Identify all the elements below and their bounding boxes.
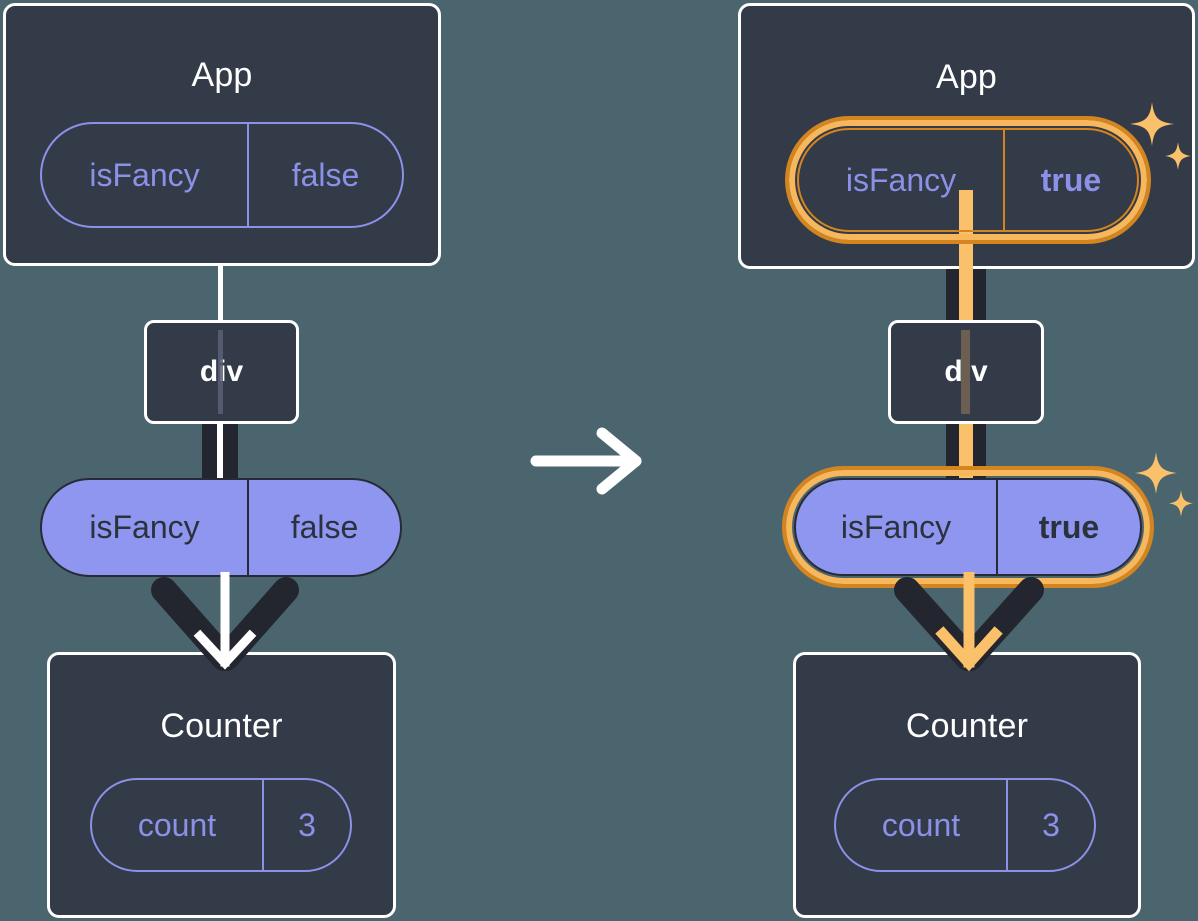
props-flow-arrow-after xyxy=(883,572,1055,680)
app-title-before: App xyxy=(191,56,253,94)
props-pill-value-after: true xyxy=(996,480,1140,574)
app-state-pill-key-after: isFancy xyxy=(845,161,957,198)
props-flow-arrow-before xyxy=(140,572,310,680)
app-state-pill-value-before: false xyxy=(247,124,402,226)
counter-state-pill-after[interactable]: count 3 xyxy=(834,778,1096,872)
props-pill-key-before: isFancy xyxy=(89,509,200,545)
sparkle-icon-app xyxy=(1126,100,1192,178)
app-state-pill-value-after: true xyxy=(1003,130,1137,230)
connector-app-to-div-before xyxy=(218,262,223,320)
props-pill-after[interactable]: isFancy true xyxy=(794,478,1142,576)
app-state-pill-before[interactable]: isFancy false xyxy=(40,122,404,228)
connector-div-to-props-highlight-after xyxy=(959,424,973,486)
app-state-pill-key-before: isFancy xyxy=(89,156,200,193)
counter-state-pill-before[interactable]: count 3 xyxy=(90,778,352,872)
counter-state-pill-value-before: 3 xyxy=(262,780,350,870)
connector-div-to-props-before xyxy=(202,424,238,484)
div-inner-line-after xyxy=(961,330,970,414)
counter-state-pill-key-before: count xyxy=(137,806,217,843)
props-pill-key-after: isFancy xyxy=(840,508,952,545)
div-inner-line-before xyxy=(218,330,223,414)
app-title-after: App xyxy=(935,58,998,96)
counter-title-after: Counter xyxy=(905,707,1029,745)
counter-title-before: Counter xyxy=(160,707,283,745)
transition-arrow xyxy=(530,425,648,497)
app-state-pill-after[interactable]: isFancy true xyxy=(797,128,1139,232)
sparkle-icon-props xyxy=(1132,450,1194,526)
counter-state-pill-key-after: count xyxy=(881,806,961,843)
props-pill-value-before: false xyxy=(247,480,400,575)
props-pill-before[interactable]: isFancy false xyxy=(40,478,402,577)
counter-state-pill-value-after: 3 xyxy=(1006,780,1094,870)
